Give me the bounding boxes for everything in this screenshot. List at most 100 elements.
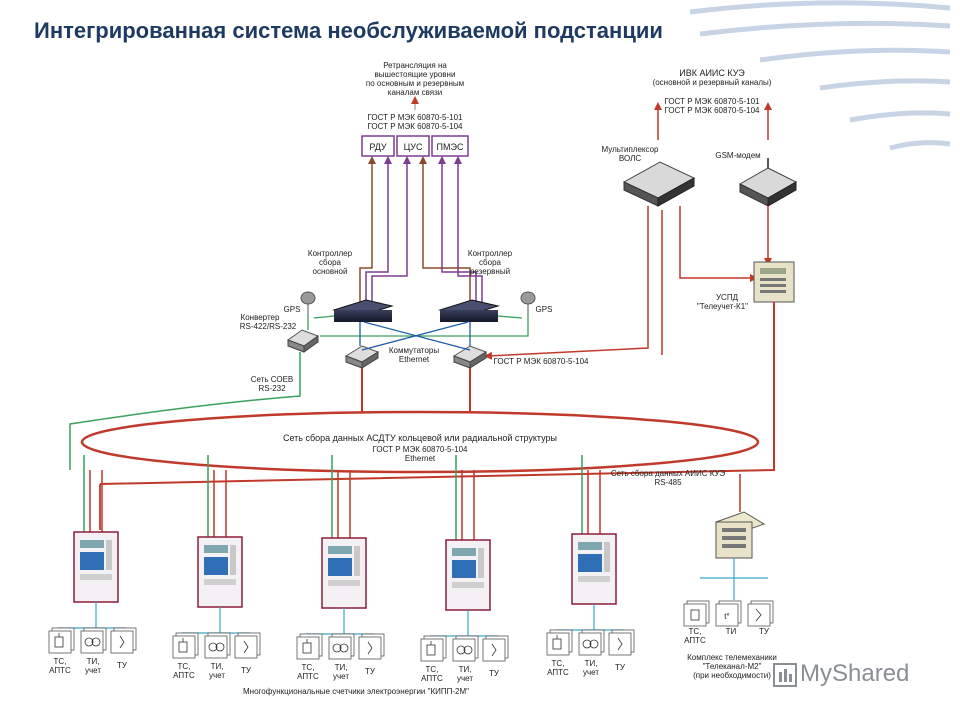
converter-label: Конвертер: [241, 313, 280, 322]
relay-note: Ретрансляция на вышестоящие уровни по ос…: [366, 61, 464, 131]
ts-label: АПТС: [297, 672, 319, 681]
relay-note-line: Ретрансляция на: [383, 61, 447, 70]
switch-right: [452, 345, 488, 369]
top-box-pmes: ПМЭС: [431, 135, 469, 157]
gps-label: GPS: [284, 305, 301, 314]
ti-label: ТИ,: [335, 663, 348, 672]
ring-label: Ethernet: [405, 454, 436, 463]
ctrl-reserve-label: резервный: [470, 267, 510, 276]
tu-label: ТУ: [759, 627, 770, 636]
tu-label: ТУ: [117, 661, 128, 670]
ctrl-main-label: сбора: [319, 258, 341, 267]
ti-label: ТИ,: [211, 662, 224, 671]
ts-label: ТС,: [426, 665, 439, 674]
watermark: MyShared: [800, 660, 910, 687]
meter-kipp-2m: ТС,АПТС ТИ,учет ТУ: [48, 455, 137, 675]
ti-label: ТИ,: [459, 665, 472, 674]
ivk-subtitle: (основной и резервный каналы): [653, 78, 772, 87]
converter-label: RS-422/RS-232: [240, 322, 297, 331]
teleset-terminal: [747, 600, 774, 627]
uspd-label: "Телеучет-К1": [697, 302, 748, 311]
gost-label: ГОСТ Р МЭК 60870-5-104: [368, 122, 464, 131]
top-box-tsus: ЦУС: [396, 135, 430, 157]
mux-label: Мультиплексор: [602, 145, 660, 154]
teleset-caption: (при необходимости): [693, 671, 771, 680]
meter-kipp-2m: ТС,АПТС ТИ,учет ТУ: [420, 455, 509, 683]
gost-104-label: ГОСТ Р МЭК 60870-5-104: [494, 357, 590, 366]
tu-label: ТУ: [241, 666, 252, 675]
gsm-modem-device: [738, 158, 798, 207]
multiplexer-device: [622, 161, 696, 207]
teleset-terminal: [683, 600, 710, 627]
ti-label: учет: [333, 672, 349, 681]
aiis-label: RS-485: [654, 478, 682, 487]
meters-caption: Многофункциональные счетчики электроэнер…: [243, 687, 469, 696]
mux-label: ВОЛС: [619, 154, 641, 163]
ring-network: [80, 410, 760, 474]
relay-note-line: по основным и резервным: [366, 79, 464, 88]
teleset-caption: Комплекс телемеханики: [687, 653, 777, 662]
ivk-title: ИВК АИИС КУЭ: [679, 68, 745, 78]
decorative-swoosh: [689, 0, 951, 151]
uspd-label: УСПД: [716, 293, 739, 302]
teleset-caption: "Телеканал-М2": [703, 662, 762, 671]
gost-label: ГОСТ Р МЭК 60870-5-101: [665, 97, 761, 106]
tu-label: ТУ: [615, 663, 626, 672]
ts-label: ТС,: [54, 657, 67, 666]
gost-label: ГОСТ Р МЭК 60870-5-101: [368, 113, 464, 122]
ts-label: АПТС: [547, 668, 569, 677]
ts-label: АПТС: [421, 674, 443, 683]
ts-label: ТС,: [689, 627, 702, 636]
ivk-note: ИВК АИИС КУЭ (основной и резервный канал…: [653, 68, 772, 115]
ring-label: ГОСТ Р МЭК 60870-5-104: [373, 445, 469, 454]
switch-left: [344, 345, 380, 369]
ctrl-reserve-label: сбора: [479, 258, 501, 267]
myshared-logo: [773, 663, 797, 687]
gps-label: GPS: [536, 305, 553, 314]
gps-right: [520, 291, 536, 314]
gsm-label: GSM-модем: [715, 151, 760, 160]
ts-label: ТС,: [552, 659, 565, 668]
relay-note-line: вышестоящие уровни: [375, 70, 456, 79]
tu-label: ТУ: [365, 667, 376, 676]
ti-label: ТИ: [726, 627, 737, 636]
ts-label: ТС,: [178, 662, 191, 671]
ti-label: учет: [583, 668, 599, 677]
rdu-label: РДУ: [369, 142, 387, 152]
ti-label: учет: [457, 674, 473, 683]
controller-main: [332, 299, 394, 322]
ctrl-reserve-label: Контроллер: [468, 249, 513, 258]
ti-label: учет: [85, 666, 101, 675]
ti-label: ТИ,: [87, 657, 100, 666]
controller-reserve: [438, 299, 500, 322]
teleset-terminal: t°: [715, 600, 742, 627]
converter-device: [286, 329, 320, 353]
ctrl-main-label: основной: [313, 267, 348, 276]
switches-label: Ethernet: [399, 355, 430, 364]
pmes-label: ПМЭС: [437, 142, 464, 152]
meter-kipp-2m: ТС,АПТС ТИ,учет ТУ: [172, 455, 261, 680]
ti-label: ТИ,: [585, 659, 598, 668]
meter-kipp-2m: ТС,АПТС ТИ,учет ТУ: [296, 455, 385, 681]
meter-kipp-2m: ТС,АПТС ТИ,учет ТУ: [546, 455, 635, 677]
ts-label: ТС,: [302, 663, 315, 672]
ts-label: АПТС: [173, 671, 195, 680]
relay-note-line: каналам связи: [388, 88, 442, 97]
top-box-rdu: РДУ: [361, 135, 395, 157]
soev-label: Сеть СОЕВ: [251, 375, 294, 384]
uspd-device: [753, 261, 795, 303]
gost-label: ГОСТ Р МЭК 60870-5-104: [665, 106, 761, 115]
ts-label: АПТС: [49, 666, 71, 675]
temperature-glyph: t°: [724, 612, 729, 621]
ring-label: Сеть сбора данных АСДТУ кольцевой или ра…: [283, 433, 557, 443]
ti-label: учет: [209, 671, 225, 680]
telemechanics-device: [714, 511, 766, 559]
tsus-label: ЦУС: [404, 142, 423, 152]
aiis-label: Сеть сбора данных АИИС КУЭ: [611, 469, 726, 478]
switches-label: Коммутаторы: [389, 346, 440, 355]
page-title: Интегрированная система необслуживаемой …: [34, 18, 663, 43]
tu-label: ТУ: [489, 669, 500, 678]
gps-left: [300, 291, 316, 314]
ctrl-main-label: Контроллер: [308, 249, 353, 258]
